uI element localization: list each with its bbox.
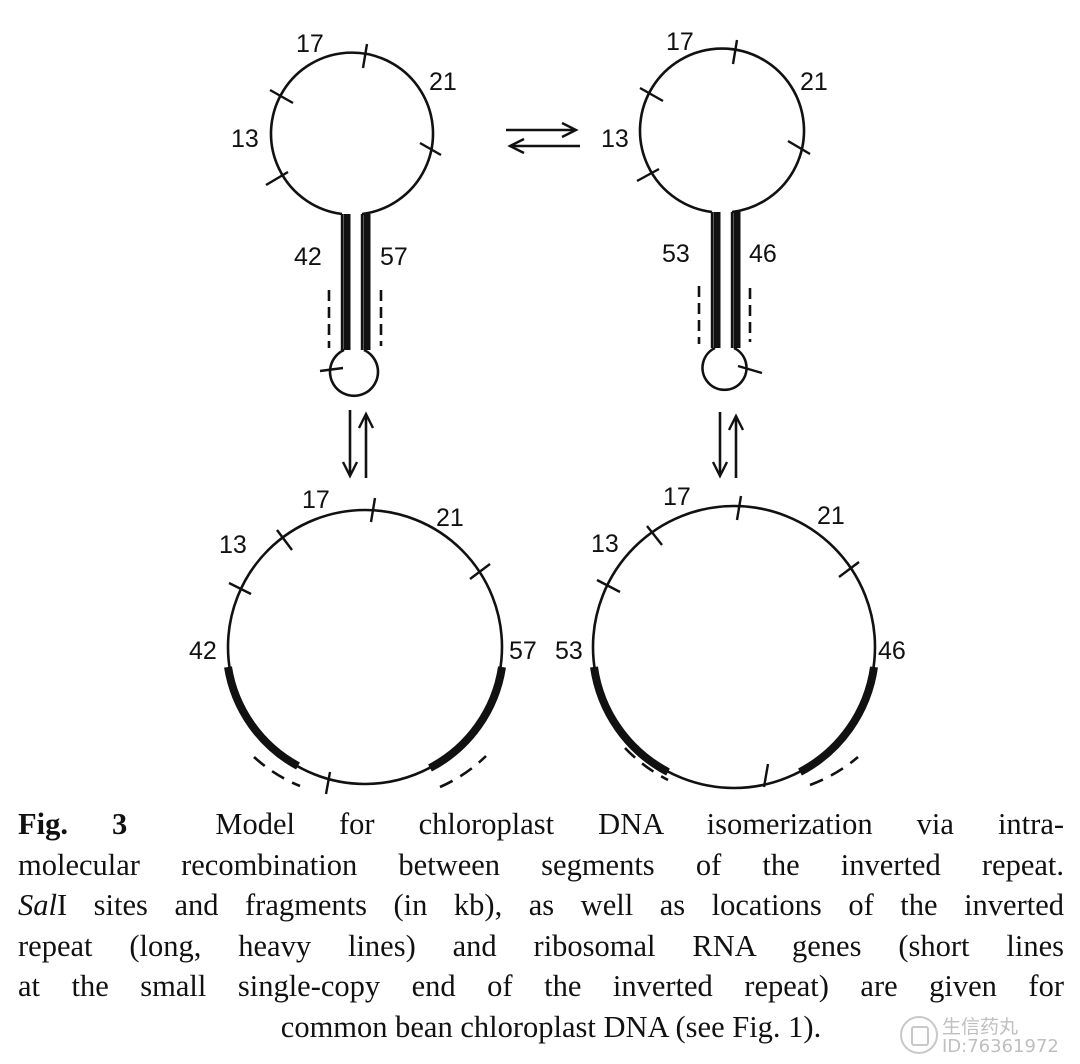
label-fragment-17: 17 <box>296 30 324 58</box>
circle-right-labels: 17 21 13 53 46 <box>555 483 906 665</box>
label-fragment-13: 13 <box>601 125 629 153</box>
circle-left-molecule <box>226 508 504 786</box>
hairpin-left-small-loop <box>328 348 380 398</box>
circle-right-repeat-left <box>590 666 670 776</box>
sal-site-tick <box>737 364 763 375</box>
hairpin-left <box>265 43 442 398</box>
hairpin-right <box>636 39 811 392</box>
figure-label: Fig. 3 <box>18 807 128 841</box>
sal-site-tick <box>369 497 377 523</box>
label-fragment-stem-right: 46 <box>749 240 777 268</box>
caption-text: I sites and fragments (in kb), as well a… <box>56 888 1064 922</box>
label-fragment-17: 17 <box>663 483 691 511</box>
circle-right-repeat-right <box>798 666 878 776</box>
sal-site-tick <box>269 88 294 105</box>
circle-right-rrna-left <box>624 747 669 782</box>
label-fragment-right: 57 <box>509 637 537 665</box>
label-fragment-right: 46 <box>878 637 906 665</box>
watermark-logo-icon <box>900 1016 938 1054</box>
circle-left-labels: 17 21 13 42 57 <box>189 486 537 665</box>
circle-right-rrna-right <box>809 756 859 787</box>
caption-line-5: at the small single-copy end of the inve… <box>18 969 1064 1003</box>
horizontal-equilibrium-arrows <box>506 121 580 155</box>
label-fragment-stem-right: 57 <box>380 243 408 271</box>
sal-site-tick <box>735 495 743 521</box>
label-fragment-21: 21 <box>436 504 464 532</box>
sal-site-tick <box>469 563 491 580</box>
vertical-equilibrium-arrows-right <box>711 412 745 479</box>
caption-line-6: common bean chloroplast DNA (see Fig. 1)… <box>280 1009 822 1044</box>
label-fragment-13: 13 <box>231 125 259 153</box>
sal-site-tick <box>762 763 770 788</box>
label-fragment-17: 17 <box>666 28 694 56</box>
label-fragment-13: 13 <box>219 531 247 559</box>
circle-left-repeat-left <box>224 666 300 770</box>
sal-site-tick <box>265 170 289 187</box>
label-fragment-17: 17 <box>302 486 330 514</box>
hairpin-right-small-loop <box>701 346 748 392</box>
caption-line-4: repeat (long, heavy lines) and ribosomal… <box>18 928 1064 963</box>
label-fragment-left: 53 <box>555 637 583 665</box>
label-fragment-21: 21 <box>800 68 828 96</box>
circle-left-rrna-left <box>253 756 301 788</box>
label-fragment-21: 21 <box>429 68 457 96</box>
caption-italic-sal: Sal <box>18 888 57 922</box>
isomerization-diagram: 17 21 13 42 57 17 21 13 53 46 17 21 13 4… <box>189 28 906 795</box>
hairpin-left-labels: 17 21 13 42 57 <box>231 30 457 271</box>
sal-site-tick <box>324 771 332 795</box>
sal-site-tick <box>596 578 621 594</box>
sal-site-tick <box>838 561 860 578</box>
sal-site-tick <box>646 525 663 546</box>
figure-caption: Fig. 3 Model for chloroplast DNA isomeri… <box>18 804 1064 1047</box>
sal-site-tick <box>276 529 293 551</box>
caption-line-3: SalI sites and fragments (in kb), as wel… <box>18 885 1064 926</box>
label-fragment-13: 13 <box>591 530 619 558</box>
circle-left <box>224 497 506 795</box>
hairpin-right-labels: 17 21 13 53 46 <box>601 28 828 268</box>
label-fragment-stem-left: 42 <box>294 243 322 271</box>
hairpin-right-loop <box>638 47 806 214</box>
watermark-name: 生信药丸 <box>942 1016 1019 1038</box>
watermark: 生信药丸 ID:76361972 <box>900 1010 1076 1060</box>
circle-right-molecule <box>591 504 877 790</box>
caption-line-2: molecular recombination between segments… <box>18 847 1064 882</box>
sal-site-tick <box>636 167 660 183</box>
sal-site-tick <box>228 581 252 596</box>
sal-site-tick <box>639 86 664 103</box>
label-fragment-stem-left: 53 <box>662 240 690 268</box>
sal-site-tick <box>787 139 811 156</box>
label-fragment-21: 21 <box>817 502 845 530</box>
circle-left-rrna-right <box>439 755 487 789</box>
label-fragment-left: 42 <box>189 637 217 665</box>
circle-right <box>590 495 878 790</box>
sal-site-tick <box>419 141 442 157</box>
watermark-id: ID:76361972 <box>942 1036 1059 1057</box>
circle-left-repeat-right <box>428 666 506 772</box>
sal-site-tick <box>731 39 739 65</box>
sal-site-tick <box>361 43 369 69</box>
caption-text: Model for chloroplast DNA isomerization … <box>215 807 1065 841</box>
sal-site-tick <box>319 366 344 373</box>
hairpin-left-loop <box>269 51 435 216</box>
vertical-equilibrium-arrows-left <box>341 410 375 479</box>
caption-line-1: Fig. 3 Model for chloroplast DNA isomeri… <box>18 804 1064 845</box>
